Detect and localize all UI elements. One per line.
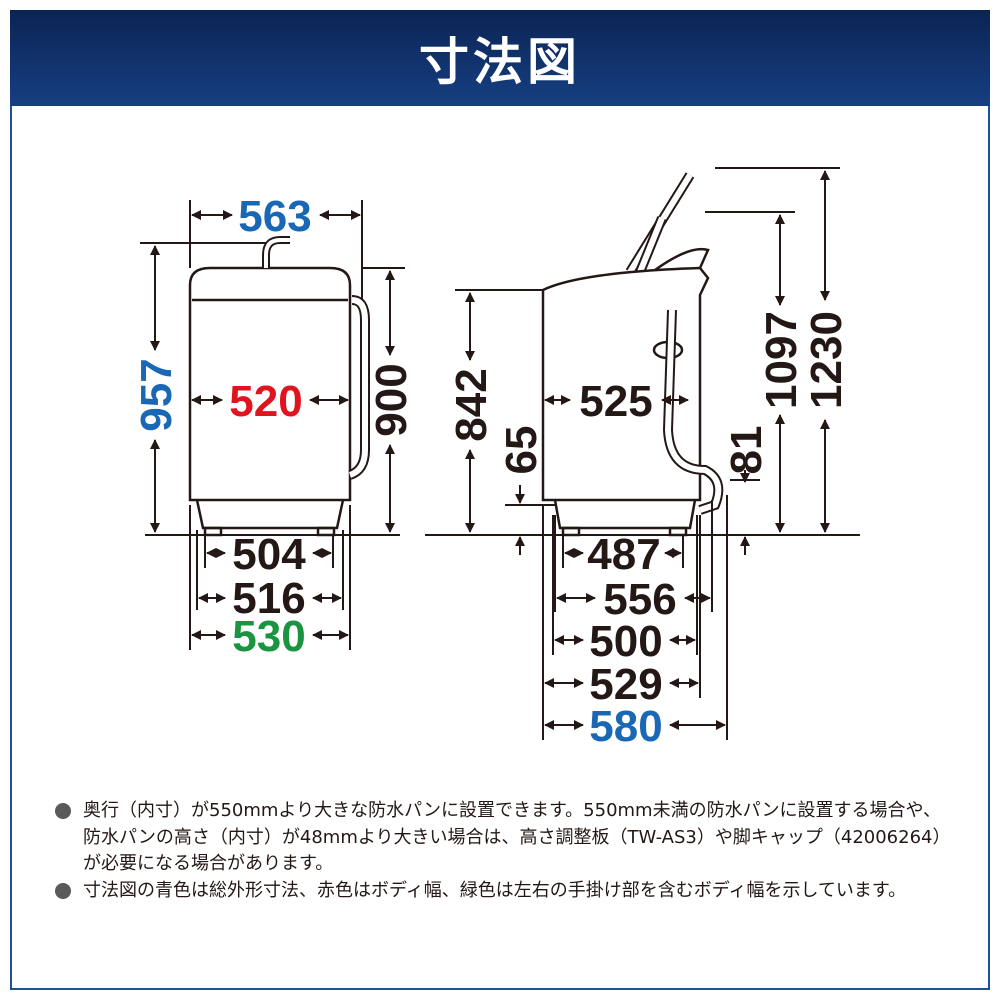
dim-depth-inner: 525 — [579, 377, 652, 426]
header-banner: 寸法図 — [10, 10, 990, 106]
dim-foot-depth: 487 — [587, 530, 660, 579]
dim-depth-500: 500 — [589, 617, 662, 666]
notes: 奥行（内寸）が550mmより大きな防水パンに設置できます。550mm未満の防水パ… — [55, 798, 955, 904]
dim-overall-width: 563 — [238, 192, 311, 241]
page-title: 寸法図 — [419, 33, 581, 91]
bullet-icon — [55, 803, 71, 819]
dim-max-height: 1230 — [802, 311, 851, 409]
dim-hose-clearance: 81 — [722, 426, 771, 475]
dim-foot-inner: 504 — [232, 530, 306, 579]
dim-bottom-clearance: 65 — [497, 426, 546, 475]
dim-lid-open-height: 1097 — [757, 311, 806, 409]
dim-body-width: 520 — [229, 377, 302, 426]
dim-body-height: 900 — [367, 363, 416, 436]
dim-width-with-handles: 530 — [232, 612, 305, 661]
note-text: 奥行（内寸）が550mmより大きな防水パンに設置できます。550mm未満の防水パ… — [83, 800, 951, 874]
dim-depth-556: 556 — [603, 575, 676, 624]
dim-overall-height: 957 — [132, 358, 181, 431]
bullet-icon — [55, 882, 71, 899]
side-view-machine — [541, 172, 724, 537]
dim-overall-depth: 580 — [589, 702, 662, 751]
dim-side-body-height: 842 — [447, 368, 496, 441]
front-view-machine — [188, 236, 370, 537]
note-text: 寸法図の青色は総外形寸法、赤色はボディ幅、緑色は左右の手掛け部を含むボディ幅を示… — [83, 879, 907, 901]
dim-base-width: 516 — [232, 574, 305, 623]
note-item: 奥行（内寸）が550mmより大きな防水パンに設置できます。550mm未満の防水パ… — [55, 798, 955, 878]
dim-body-depth: 529 — [589, 660, 662, 709]
note-item: 寸法図の青色は総外形寸法、赤色はボディ幅、緑色は左右の手掛け部を含むボディ幅を示… — [55, 878, 955, 905]
